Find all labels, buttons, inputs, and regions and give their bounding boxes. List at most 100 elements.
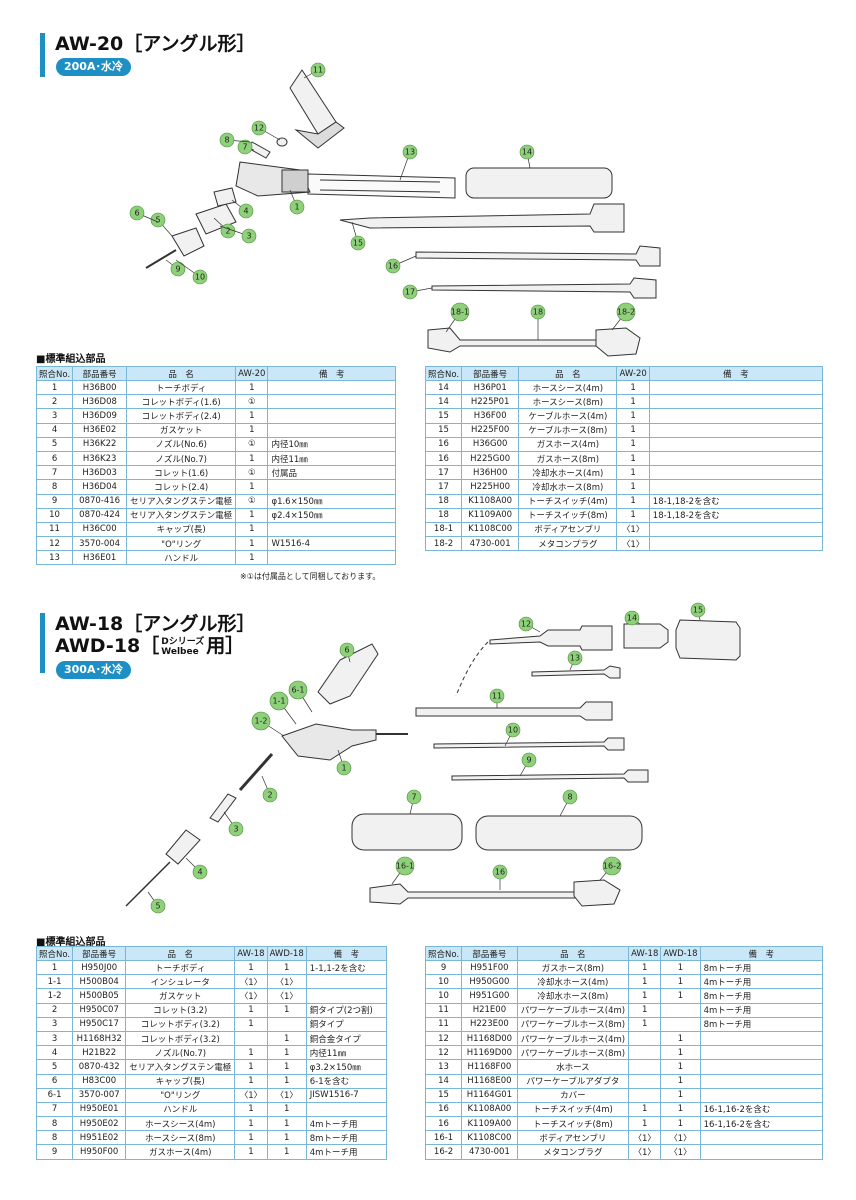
aw18-left-header-0: 照合No. xyxy=(35,946,74,961)
table-cell: 16 xyxy=(424,1116,463,1132)
aw18-right-header-3: AW-18 xyxy=(628,946,662,961)
power-cable-hose xyxy=(489,625,613,651)
callout-18-2: 18-2 xyxy=(611,302,636,331)
table-cell: φ2.4×150㎜ xyxy=(267,507,396,523)
callout-6: 6 xyxy=(339,642,355,663)
callout-4: 4 xyxy=(231,199,254,219)
table-cell: トーチボディ xyxy=(126,379,237,396)
aw18-table-title: ■標準組込部品 xyxy=(36,937,106,948)
table-cell: H1169D00 xyxy=(461,1045,518,1061)
svg-text:6-1: 6-1 xyxy=(291,686,304,695)
svg-text:13: 13 xyxy=(405,148,415,157)
callout-5: 5 xyxy=(147,891,166,914)
table-cell: 1 xyxy=(234,1016,268,1032)
table-cell: コレット(2.4) xyxy=(126,479,237,495)
table-cell xyxy=(267,394,396,410)
callout-11: 11 xyxy=(489,688,505,708)
table-cell: 6 xyxy=(35,1073,74,1089)
table-cell: 1 xyxy=(616,408,650,424)
table-cell: 1 xyxy=(235,479,269,495)
table-cell: 4 xyxy=(35,1045,74,1061)
table-cell: ① xyxy=(235,465,269,481)
callout-14: 14 xyxy=(624,610,641,626)
aw18-left-header-3: AW-18 xyxy=(234,946,268,961)
table-cell: W1516-4 xyxy=(267,536,396,552)
table-cell: 1 xyxy=(235,536,269,552)
aw18-left-header-2: 品 名 xyxy=(125,946,236,961)
table-cell: 冷却水ホース(8m) xyxy=(516,988,630,1004)
table-cell xyxy=(699,1144,824,1160)
table-cell: 銅タイプ(2つ割) xyxy=(305,1002,388,1018)
svg-text:7: 7 xyxy=(411,793,416,802)
svg-text:4: 4 xyxy=(197,868,202,877)
table-cell: 1 xyxy=(660,1116,701,1132)
svg-text:6: 6 xyxy=(134,209,139,218)
table-cell: 10 xyxy=(424,974,463,990)
table-cell xyxy=(648,465,824,481)
table-cell: JISW1516-7 xyxy=(305,1087,388,1103)
table-cell: H1168F00 xyxy=(461,1059,518,1075)
table-cell xyxy=(305,974,388,990)
callout-7: 7 xyxy=(237,139,255,155)
svg-text:2: 2 xyxy=(225,227,230,236)
table-cell xyxy=(267,521,396,538)
table-cell: ホースシース(4m) xyxy=(518,379,618,396)
table-cell xyxy=(267,550,396,566)
aw18-right-header-2: 品 名 xyxy=(516,946,630,961)
callout-9: 9 xyxy=(519,752,537,777)
table-cell: H500B04 xyxy=(72,974,127,990)
nozzle xyxy=(195,203,237,235)
callout-12: 12 xyxy=(518,616,541,633)
table-cell: 16-1,16-2を含む xyxy=(699,1101,824,1118)
svg-text:16: 16 xyxy=(388,262,398,271)
table-cell: セリア入タングステン電極 xyxy=(125,1059,236,1075)
callout-1-1: 1-1 xyxy=(269,691,297,725)
table-cell: 11 xyxy=(35,521,74,538)
table-cell: ホースシース(8m) xyxy=(518,394,618,410)
table-cell: 1 xyxy=(235,408,269,424)
cap-long xyxy=(289,69,337,135)
table-cell xyxy=(660,1016,701,1032)
callout-16-1: 16-1 xyxy=(391,856,415,885)
table-cell: 1 xyxy=(616,394,650,410)
svg-text:3: 3 xyxy=(246,232,251,241)
table-cell: 3570-007 xyxy=(72,1087,127,1103)
table-cell: 〈1〉 xyxy=(266,974,307,990)
table-cell: 18 xyxy=(424,493,463,509)
table-cell xyxy=(648,422,824,438)
table-cell xyxy=(267,479,396,495)
table-cell: 3 xyxy=(35,1030,74,1047)
table-cell: 1 xyxy=(660,1045,701,1061)
title-accent-bar xyxy=(40,613,45,673)
table-cell xyxy=(648,394,824,410)
cooling-water-hose xyxy=(433,737,625,751)
table-cell: H21B22 xyxy=(72,1045,127,1061)
cooling-water-hose xyxy=(431,277,657,299)
table-cell: ① xyxy=(235,436,269,452)
svg-text:17: 17 xyxy=(405,288,415,297)
table-cell: 0870-416 xyxy=(72,493,128,509)
aw20-right-header-4: 備 考 xyxy=(648,366,824,381)
callout-2: 2 xyxy=(261,775,278,803)
table-cell: 1 xyxy=(235,450,269,467)
table-cell: H950E01 xyxy=(72,1101,127,1118)
table-cell: 17 xyxy=(424,465,463,481)
tungsten-electrode xyxy=(125,861,171,907)
table-cell: 5 xyxy=(35,436,74,452)
table-cell: 1 xyxy=(235,422,269,438)
table-cell: H36D09 xyxy=(72,408,128,424)
